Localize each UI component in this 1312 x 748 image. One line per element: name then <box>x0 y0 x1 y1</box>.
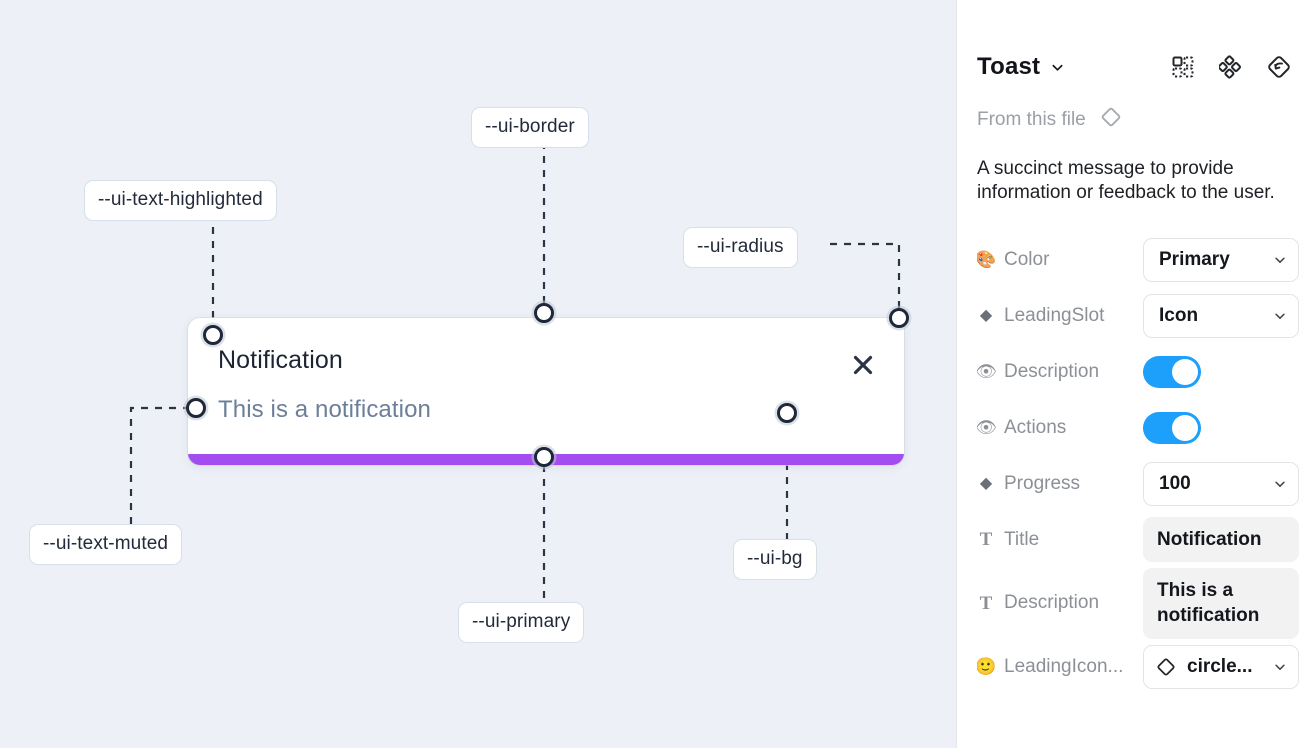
leading-slot-select[interactable]: Icon <box>1143 293 1299 338</box>
design-canvas[interactable]: --ui-text-highlighted --ui-border --ui-r… <box>0 0 956 748</box>
property-label-text: Description <box>1004 592 1100 614</box>
property-label-leading-icon: 🙂 LeadingIcon... <box>977 656 1143 678</box>
property-label-color: 🎨 Color <box>977 249 1143 271</box>
property-label-title: T Title <box>977 529 1143 551</box>
property-list: 🎨 Color Primary ◆ LeadingSlot <box>977 232 1299 695</box>
annotation-ui-border[interactable]: --ui-border <box>471 107 589 148</box>
reset-revert-icon[interactable] <box>1266 54 1292 80</box>
property-row-title: T Title Notification <box>977 512 1299 568</box>
annotation-ui-primary[interactable]: --ui-primary <box>458 602 585 643</box>
property-label-text: Title <box>1004 528 1040 550</box>
leading-icon-select[interactable]: circle... <box>1143 644 1299 689</box>
property-row-description-visibility: 👁 Description <box>977 344 1292 400</box>
annotation-ui-radius[interactable]: --ui-radius <box>683 227 798 268</box>
toast-title: Notification <box>218 346 343 374</box>
anchor-dot-text-muted[interactable] <box>186 398 206 418</box>
property-label-progress: ◆ Progress <box>977 473 1143 495</box>
toggle-knob <box>1172 358 1198 385</box>
property-label-text: Actions <box>1004 416 1067 438</box>
anchor-dot-bg[interactable] <box>777 403 797 423</box>
text-t-icon: T <box>979 529 993 551</box>
annotation-ui-bg[interactable]: --ui-bg <box>733 539 817 580</box>
property-row-leading-slot: ◆ LeadingSlot Icon <box>977 288 1299 344</box>
description-visibility-toggle[interactable] <box>1143 355 1201 388</box>
leading-slot-select-value: Icon <box>1159 304 1199 326</box>
actions-visibility-toggle[interactable] <box>1143 411 1201 444</box>
property-label-leading-slot: ◆ LeadingSlot <box>977 305 1143 327</box>
anchor-dot-text-highlighted[interactable] <box>203 325 223 345</box>
annotation-ui-text-highlighted[interactable]: --ui-text-highlighted <box>84 180 277 221</box>
diamond-component-icon <box>1154 655 1178 679</box>
toast-component[interactable]: Notification This is a notification <box>188 318 904 465</box>
connector-ui-text-muted <box>129 406 188 524</box>
toggle-knob <box>1172 414 1198 441</box>
diamond-icon: ◆ <box>979 306 993 324</box>
smiley-emoji-icon: 🙂 <box>977 657 997 677</box>
property-label-text: Description <box>1004 360 1100 382</box>
color-select[interactable]: Primary <box>1143 237 1299 282</box>
property-row-leading-icon: 🙂 LeadingIcon... circle... <box>977 639 1299 695</box>
anchor-dot-border[interactable] <box>534 303 554 323</box>
property-label-text: Progress <box>1004 472 1081 494</box>
palette-emoji-icon: 🎨 <box>977 250 997 270</box>
from-this-file-label: From this file <box>977 108 1086 130</box>
from-this-file-row[interactable]: From this file <box>977 104 1292 135</box>
property-label-text: LeadingIcon... <box>1004 655 1124 677</box>
diamond-icon: ◆ <box>979 474 993 492</box>
chevron-down-icon <box>1273 309 1287 323</box>
panel-header-icons <box>1170 54 1292 80</box>
property-row-description-text: T Description This is a notification <box>977 567 1299 639</box>
property-row-color: 🎨 Color Primary <box>977 232 1299 288</box>
property-label-text: Color <box>1004 248 1050 270</box>
property-label-description-visibility: 👁 Description <box>977 361 1143 383</box>
page-title: Toast <box>977 53 1041 80</box>
toast-description: This is a notification <box>218 396 431 423</box>
eye-emoji-icon: 👁 <box>977 362 997 382</box>
title-text-field[interactable]: Notification <box>1143 516 1299 563</box>
annotation-ui-text-muted[interactable]: --ui-text-muted <box>29 524 183 565</box>
anchor-dot-radius[interactable] <box>889 308 909 328</box>
chevron-down-icon <box>1273 253 1287 267</box>
eye-emoji-icon: 👁 <box>977 418 997 438</box>
chevron-down-icon <box>1273 660 1287 674</box>
connector-ui-radius <box>830 242 901 310</box>
property-label-actions-visibility: 👁 Actions <box>977 417 1143 439</box>
property-row-progress: ◆ Progress 100 <box>977 456 1299 512</box>
property-label-text: LeadingSlot <box>1004 304 1105 326</box>
progress-select-value: 100 <box>1159 472 1191 494</box>
chevron-down-icon[interactable] <box>1050 60 1065 75</box>
description-text-field[interactable]: This is a notification <box>1143 567 1299 639</box>
variants-diamond-cluster-icon[interactable] <box>1218 54 1244 80</box>
component-description: A succinct message to provide informatio… <box>977 158 1275 204</box>
progress-select[interactable]: 100 <box>1143 461 1299 506</box>
anchor-dot-primary[interactable] <box>534 447 554 467</box>
properties-panel: Toast <box>956 0 1312 748</box>
text-t-icon: T <box>979 592 993 614</box>
close-x-icon[interactable] <box>848 350 878 380</box>
color-select-value: Primary <box>1159 248 1230 270</box>
leading-icon-select-value: circle... <box>1187 655 1253 677</box>
property-label-description-text: T Description <box>977 592 1143 614</box>
property-row-actions-visibility: 👁 Actions <box>977 400 1292 456</box>
component-grid-icon[interactable] <box>1170 54 1196 80</box>
chevron-down-icon <box>1273 477 1287 491</box>
panel-header: Toast <box>977 36 1292 98</box>
diamond-component-icon <box>1098 104 1124 135</box>
